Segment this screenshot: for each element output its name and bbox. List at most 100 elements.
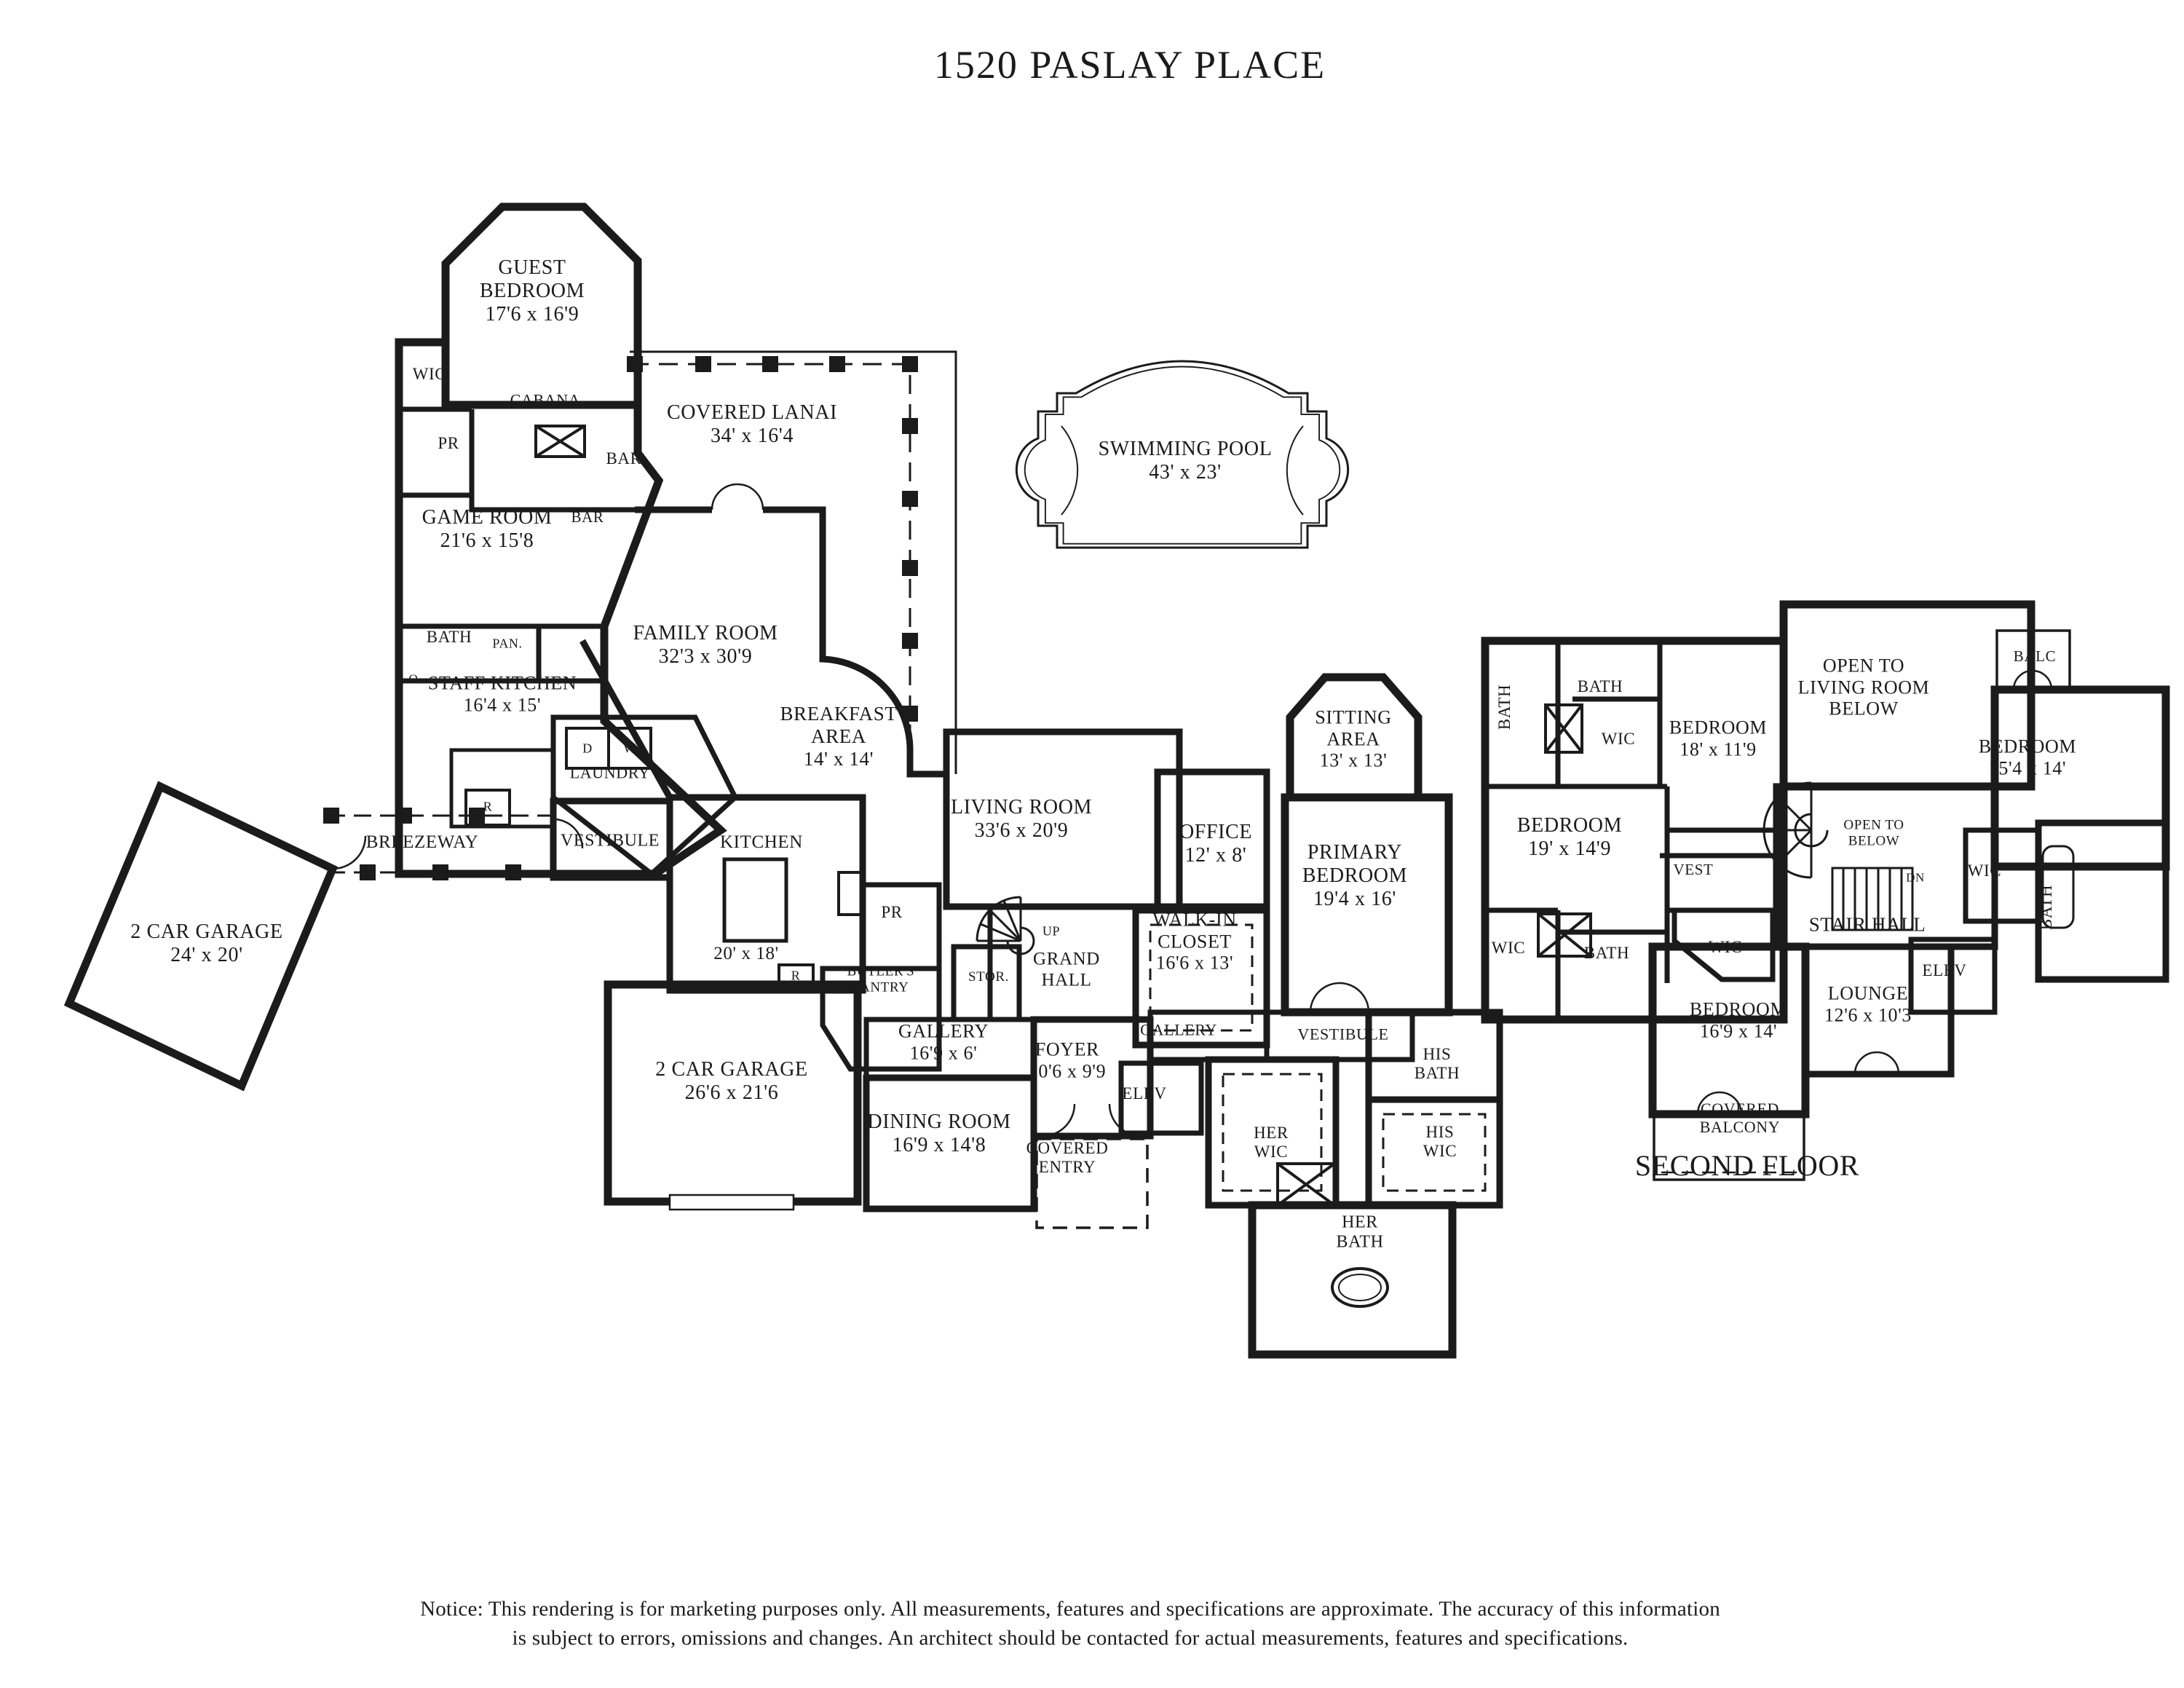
lanai-columns — [627, 356, 918, 722]
room-bath-2f-east — [2035, 819, 2169, 983]
label-second-floor: SECOND FLOOR — [1634, 1149, 1860, 1183]
kitchen-wing-walls — [550, 794, 942, 1072]
label-fridge-kitchen: R — [791, 968, 801, 983]
room-elev-first — [1118, 1060, 1204, 1136]
label-dryer: D — [582, 741, 593, 756]
notice-line-2: is subject to errors, omissions and chan… — [512, 1626, 1629, 1650]
label-cabana: CABANA — [510, 390, 581, 409]
shower-2f-south — [1537, 912, 1592, 958]
room-bedroom-15 — [1990, 685, 2170, 871]
label-laundry: LAUNDRY — [569, 763, 651, 782]
page-title: 1520 PASLAY PLACE — [933, 43, 1326, 87]
spiral-stair-first — [976, 896, 1035, 955]
room-walk-in-closet — [1132, 907, 1270, 1049]
label-stairs-up: UP — [1042, 923, 1061, 939]
left-wing-walls — [395, 202, 739, 878]
spiral-stair-second — [1762, 781, 1914, 931]
label-wic-2f-d: WIC — [1967, 861, 2002, 880]
label-vestibule-breezeway: VESTIBULE — [560, 831, 660, 851]
label-kitchen-dims: 20' x 18' — [713, 943, 779, 963]
label-bath-2f-north: BATH — [1577, 677, 1623, 695]
breezeway-columns — [323, 808, 521, 880]
room-bedroom-16 — [1648, 942, 1810, 1119]
notice-line-1: Notice: This rendering is for marketing … — [420, 1597, 1720, 1621]
living-office-walls — [943, 728, 1270, 1049]
room-storage — [951, 944, 1022, 1022]
label-wic-2f-a: WIC — [1601, 729, 1636, 748]
label-elev-first-floor: ELEV — [1122, 1084, 1167, 1103]
label-vestibule-primary: VESTIBULE — [1297, 1025, 1389, 1044]
room-her-bath — [1248, 1201, 1457, 1359]
label-wic-2f-c: WIC — [1708, 937, 1743, 956]
room-wic-2f-c — [1671, 907, 1776, 982]
kitchen-cooktop — [837, 871, 864, 916]
room-office — [1154, 768, 1270, 910]
room-dining — [863, 1074, 1037, 1212]
label-stairs-down: DN — [1906, 870, 1925, 885]
label-kitchen: KITCHEN — [720, 832, 803, 852]
label-bath-2f-east: BATH — [2036, 884, 2055, 931]
label-pr-kitchen: PR — [881, 902, 903, 921]
label-oven: O — [408, 671, 419, 686]
label-balcony-small: BALC — [2013, 647, 2057, 666]
label-bath-2f-northwest: BATH — [1495, 684, 1514, 730]
room-garage-detached — [63, 781, 367, 1092]
cabana-shower — [534, 425, 586, 458]
room-vestibule-primary — [1264, 1009, 1415, 1062]
kitchen-island — [722, 857, 788, 943]
label-bar-cabana: BAR — [606, 449, 642, 468]
label-bath-2f-south: BATH — [1583, 943, 1630, 962]
room-pr-kitchen — [860, 882, 942, 971]
room-covered-balcony — [1653, 1114, 1805, 1181]
label-elev-second-floor: ELEV — [1922, 961, 1967, 979]
her-bath-tub — [1331, 1267, 1389, 1308]
label-pantry-staff: PAN. — [492, 636, 523, 651]
room-covered-entry — [1035, 1137, 1149, 1229]
label-fridge-staff: R — [483, 799, 493, 814]
label-gallery-east: GALLERY — [1140, 1020, 1217, 1039]
label-washer: W — [623, 741, 636, 756]
label-breezeway: BREEZEWAY — [365, 832, 479, 852]
swimming-pool-shape — [1015, 360, 1350, 549]
label-wic-guest: WIC — [412, 364, 447, 383]
label-bath-staff: BATH — [426, 627, 472, 646]
fridge-staff-box — [464, 789, 511, 827]
label-vest-2f: VEST — [1673, 861, 1714, 879]
label-bar-game-room: BAR — [571, 508, 604, 526]
shower-2f-north — [1544, 703, 1583, 754]
label-pr-guest: PR — [438, 433, 459, 452]
primary-suite-walls — [1147, 673, 1503, 1359]
label-storage: STOR. — [968, 969, 1009, 985]
label-wic-2f-b: WIC — [1491, 938, 1526, 957]
